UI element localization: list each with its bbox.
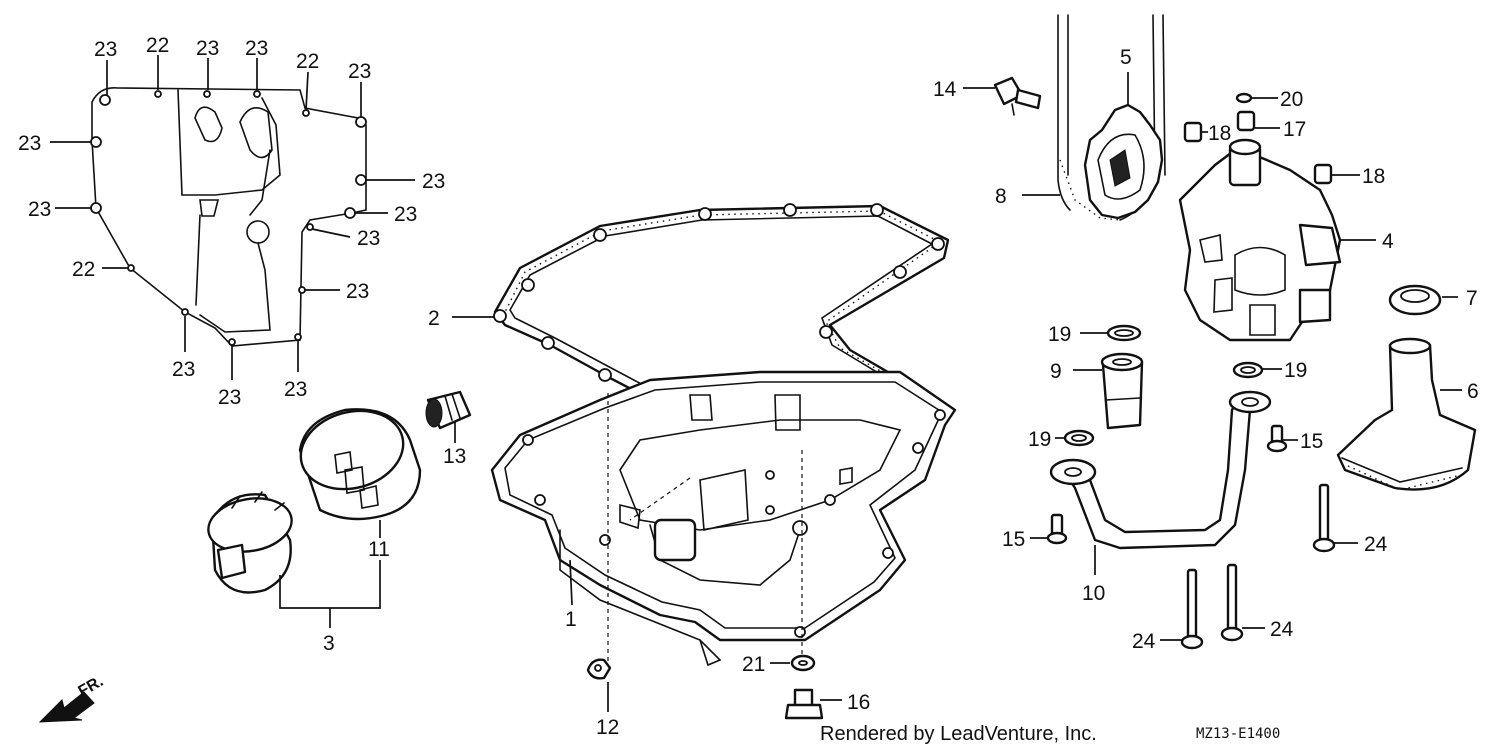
callout-16: 16: [847, 691, 870, 714]
bolt-15-right: [1266, 424, 1298, 453]
callout-23-a: 23: [94, 38, 117, 61]
oil-pipe: [1049, 390, 1272, 575]
sensor-14: [963, 76, 1042, 116]
oil-pump: [1178, 138, 1376, 342]
filter-group-bracket: [279, 520, 381, 628]
bolt-15-left: [1030, 513, 1068, 545]
callout-15-right: 15: [1300, 430, 1323, 453]
oil-pipe-joint: [1073, 352, 1144, 430]
callout-23-f: 23: [422, 170, 445, 193]
callout-23-d: 23: [348, 60, 371, 83]
callout-10: 10: [1082, 582, 1105, 605]
callout-14: 14: [933, 78, 957, 101]
callout-23-l: 23: [284, 378, 307, 401]
drain-bolt: [784, 688, 842, 720]
callout-23-m: 23: [218, 386, 241, 409]
callout-3: 3: [323, 632, 335, 655]
main-leaders: [452, 316, 573, 606]
oil-pump-sprocket: [1083, 72, 1164, 220]
callout-23-e: 23: [18, 132, 41, 155]
bolt-24-a: [1312, 483, 1358, 553]
callout-13: 13: [443, 445, 466, 468]
assembly-guides: [607, 393, 803, 665]
callout-23-h: 23: [394, 203, 417, 226]
callout-19-top: 19: [1048, 323, 1071, 346]
callout-5: 5: [1120, 46, 1132, 69]
callout-23-b: 23: [196, 37, 219, 60]
o-ring-right: [1232, 361, 1282, 379]
callout-15-left: 15: [1002, 528, 1025, 551]
oil-pressure-switch-13: [425, 390, 472, 443]
footer-credit: Rendered by LeadVenture, Inc.: [820, 723, 1097, 745]
callout-12: 12: [596, 716, 619, 739]
callout-18-right: 18: [1362, 165, 1385, 188]
o-ring-left: [1055, 429, 1095, 447]
gasket-leaders: [50, 55, 415, 380]
callout-17: 17: [1283, 118, 1306, 141]
callout-6: 6: [1467, 380, 1479, 403]
callout-24-b: 24: [1132, 630, 1156, 653]
callout-20: 20: [1280, 88, 1303, 111]
oil-seal-7: [1388, 284, 1458, 316]
callout-7: 7: [1466, 287, 1478, 310]
cover-gasket: [90, 86, 367, 347]
clip: [586, 658, 612, 712]
diagram-code: MZ13-E1400: [1196, 726, 1280, 742]
callout-8: 8: [995, 185, 1007, 208]
callout-labels: 1 2 3 4 5 6 7 8 9 10 11 12 13 14 15 15 1…: [18, 34, 1479, 739]
callout-23-k: 23: [172, 358, 195, 381]
callout-23-g: 23: [28, 198, 51, 221]
callout-19-right: 19: [1284, 359, 1307, 382]
front-direction-arrow: [38, 691, 95, 723]
drain-washer: [770, 654, 816, 672]
oil-filter-wrench: [207, 491, 293, 594]
callout-23-c: 23: [245, 37, 268, 60]
callout-22-top-right: 22: [296, 50, 319, 73]
callout-23-i: 23: [357, 227, 380, 250]
callout-19-left: 19: [1028, 428, 1051, 451]
callout-21: 21: [742, 653, 765, 676]
callout-11: 11: [368, 538, 390, 561]
callout-24-a: 24: [1364, 533, 1388, 556]
callout-1: 1: [565, 608, 577, 631]
o-ring-top: [1080, 324, 1142, 342]
dowel-pins: [1183, 92, 1360, 185]
bolt-24-b: [1160, 568, 1204, 650]
oil-filter: [298, 408, 422, 521]
oil-strainer: [1336, 337, 1477, 491]
callout-22-left: 22: [72, 258, 95, 281]
callout-22-top-left: 22: [146, 34, 169, 57]
callout-23-j: 23: [346, 280, 369, 303]
callout-24-c: 24: [1270, 618, 1294, 641]
bolt-24-c: [1220, 563, 1265, 642]
callout-18-left: 18: [1208, 122, 1231, 145]
callout-4: 4: [1382, 230, 1394, 253]
callout-2: 2: [428, 307, 440, 330]
oil-pan: [490, 370, 957, 667]
callout-9: 9: [1050, 360, 1062, 383]
